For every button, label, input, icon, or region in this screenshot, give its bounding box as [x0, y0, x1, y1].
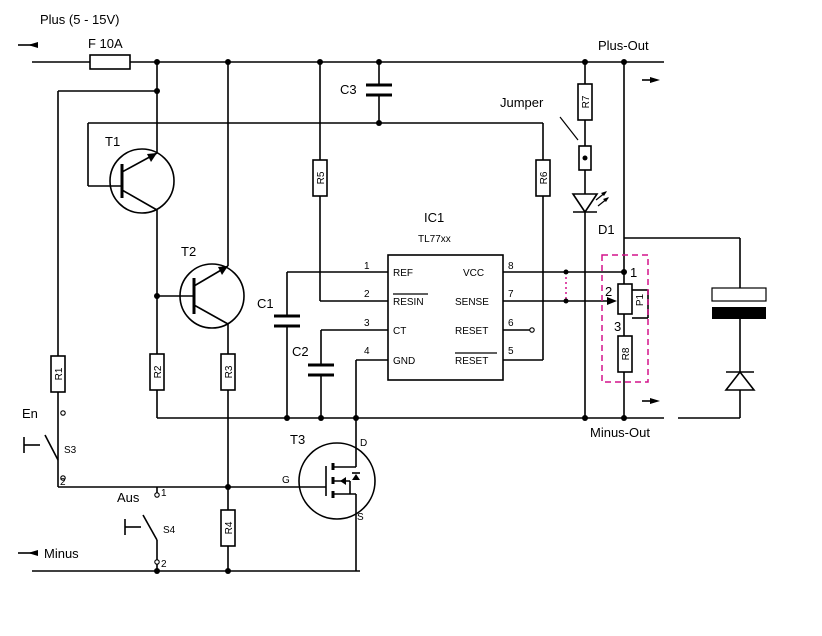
- resistor-r5: R5: [312, 159, 328, 197]
- pot-pin-3: 3: [614, 319, 621, 334]
- pin-4-num: 4: [364, 346, 370, 357]
- jumper-label: Jumper: [500, 95, 544, 110]
- pot-pin-1: 1: [630, 265, 637, 280]
- plus-rail: [18, 42, 664, 83]
- pin-sense: SENSE: [455, 297, 489, 308]
- svg-text:P1: P1: [635, 293, 646, 306]
- pin-5-num: 5: [508, 346, 514, 357]
- capacitor-c1: [274, 314, 300, 328]
- diode: [724, 370, 756, 391]
- capacitor-c3: [366, 83, 392, 97]
- resistor-r3: R3: [220, 353, 236, 391]
- trim-highlight-box: [601, 254, 649, 383]
- capacitor-c2: [308, 363, 334, 377]
- pin-ct: CT: [393, 326, 406, 337]
- resistor-r7: R7: [577, 83, 593, 121]
- s4-pin1: 1: [161, 488, 167, 499]
- c3-label: C3: [340, 82, 357, 97]
- pin-6-num: 6: [508, 318, 514, 329]
- gate-label: G: [282, 475, 290, 486]
- led-d1: [571, 191, 609, 214]
- svg-text:R4: R4: [224, 521, 235, 534]
- resistor-r2: R2: [149, 353, 165, 391]
- pin-reset: RESET: [455, 326, 488, 337]
- transistor-t1: [87, 122, 543, 214]
- svg-text:R3: R3: [224, 365, 235, 378]
- s3-label: S3: [64, 445, 77, 456]
- aus-label: Aus: [117, 490, 140, 505]
- pin-resin: RESIN: [393, 297, 424, 308]
- jumper: [559, 116, 592, 171]
- pin-gnd: GND: [393, 356, 415, 367]
- supply-label: Plus (5 - 15V): [40, 12, 119, 27]
- ic1-label: IC1: [424, 210, 444, 225]
- d1-label: D1: [598, 222, 615, 237]
- svg-text:R5: R5: [316, 171, 327, 184]
- junction-dots: [154, 59, 627, 574]
- minus-label: Minus: [44, 546, 79, 561]
- t3-label: T3: [290, 432, 305, 447]
- ic1-tl77xx: [387, 254, 504, 381]
- minus-rail: [18, 550, 360, 572]
- battery-cell: [711, 287, 767, 319]
- c2-label: C2: [292, 344, 309, 359]
- resistor-r8: R8: [617, 335, 633, 373]
- potentiometer-p1: P1: [617, 283, 649, 319]
- pot-pin-2: 2: [605, 284, 612, 299]
- s4-pin2: 2: [161, 559, 167, 570]
- fuse-label: F 10A: [88, 36, 123, 51]
- transistor-t2: [157, 263, 245, 329]
- c1-label: C1: [257, 296, 274, 311]
- plus-out-label: Plus-Out: [598, 38, 649, 53]
- svg-text:R6: R6: [539, 171, 550, 184]
- svg-text:R2: R2: [153, 365, 164, 378]
- svg-text:R8: R8: [621, 347, 632, 360]
- minus-out-label: Minus-Out: [590, 425, 650, 440]
- s4-label: S4: [163, 525, 176, 536]
- svg-text:R7: R7: [581, 95, 592, 108]
- pin-2-num: 2: [364, 289, 370, 300]
- pin-7-num: 7: [508, 289, 514, 300]
- pin-3-num: 3: [364, 318, 370, 329]
- pin-ref: REF: [393, 268, 413, 279]
- drain-label: D: [360, 438, 367, 449]
- fuse-f10a: [89, 54, 131, 70]
- resistor-r4: R4: [220, 509, 236, 547]
- pin-vcc: VCC: [463, 268, 484, 279]
- resistor-r1: R1: [50, 355, 66, 393]
- resistor-r6: R6: [535, 159, 551, 197]
- ic1-part-label: TL77xx: [418, 234, 451, 245]
- source-label: S: [357, 512, 364, 523]
- t2-label: T2: [181, 244, 196, 259]
- pin-1-num: 1: [364, 261, 370, 272]
- en-label: En: [22, 406, 38, 421]
- svg-text:R1: R1: [54, 367, 65, 380]
- mosfet-t3: [298, 442, 376, 520]
- t1-label: T1: [105, 134, 120, 149]
- pin-reset-bar: RESET: [455, 356, 488, 367]
- s3-pin2: 2: [60, 477, 66, 488]
- switch-s3: [23, 410, 66, 481]
- pin-8-num: 8: [508, 261, 514, 272]
